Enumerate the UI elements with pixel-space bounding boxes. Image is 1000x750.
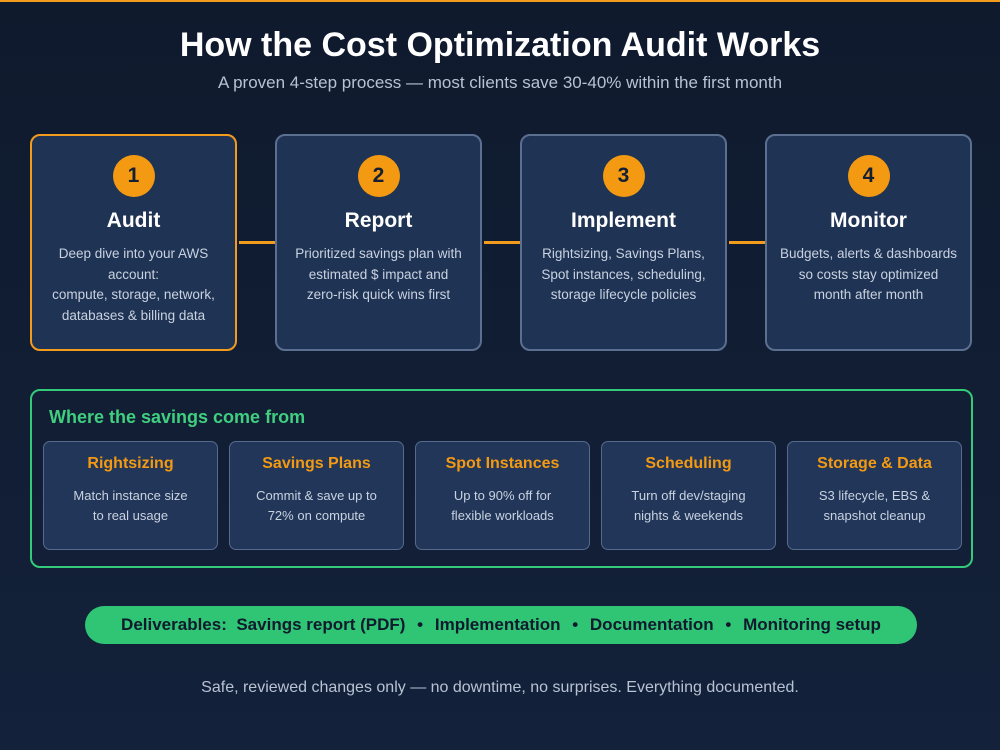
- page-title: How the Cost Optimization Audit Works: [179, 26, 821, 64]
- saving-card-scheduling: Scheduling Turn off dev/staging nights &…: [601, 441, 776, 550]
- saving-card-spot-instances: Spot Instances Up to 90% off for flexibl…: [415, 441, 590, 550]
- bullet-separator: •: [725, 615, 732, 634]
- saving-card-storage-data: Storage & Data S3 lifecycle, EBS & snaps…: [787, 441, 962, 550]
- step-connector: [239, 241, 276, 244]
- step-description: Prioritized savings plan with estimated …: [295, 246, 462, 302]
- page-subtitle: A proven 4-step process — most clients s…: [217, 73, 783, 92]
- deliverables-label: Deliverables:: [121, 615, 227, 634]
- deliverables-banner: Deliverables: Savings report (PDF) • Imp…: [85, 606, 917, 644]
- step-card-implement: 3 Implement Rightsizing, Savings Plans, …: [520, 134, 727, 351]
- footer-note: Safe, reviewed changes only — no downtim…: [201, 679, 799, 696]
- step-number-badge: 3: [602, 155, 645, 197]
- step-card-monitor: 4 Monitor Budgets, alerts & dashboards s…: [765, 134, 972, 351]
- deliverable-item: Documentation: [589, 615, 714, 634]
- savings-sources-panel: Where the savings come from Rightsizing …: [30, 389, 973, 568]
- step-number-badge: 4: [847, 155, 890, 197]
- step-description: Deep dive into your AWS account: compute…: [52, 246, 215, 323]
- deliverable-item: Savings report (PDF): [236, 615, 406, 634]
- saving-card-description: Turn off dev/staging nights & weekends: [631, 488, 746, 523]
- saving-card-description: Commit & save up to 72% on compute: [256, 488, 377, 523]
- top-accent-bar: [0, 0, 1000, 2]
- deliverable-item: Monitoring setup: [743, 615, 881, 634]
- saving-card-description: Match instance size to real usage: [73, 488, 188, 523]
- step-connector: [729, 241, 766, 244]
- step-title: Implement: [570, 209, 677, 232]
- step-connector: [484, 241, 521, 244]
- step-title: Monitor: [830, 209, 907, 232]
- saving-card-title: Scheduling: [645, 455, 732, 472]
- deliverable-item: Implementation: [434, 615, 561, 634]
- saving-card-title: Spot Instances: [445, 455, 560, 472]
- saving-card-title: Savings Plans: [262, 455, 371, 472]
- saving-card-title: Storage & Data: [817, 455, 932, 472]
- savings-panel-title: Where the savings come from: [49, 407, 306, 427]
- bullet-separator: •: [572, 615, 579, 634]
- saving-card-description: Up to 90% off for flexible workloads: [451, 488, 554, 523]
- step-number-badge: 2: [357, 155, 400, 197]
- step-number-badge: 1: [112, 155, 155, 197]
- step-description: Budgets, alerts & dashboards so costs st…: [779, 246, 958, 302]
- saving-card-savings-plans: Savings Plans Commit & save up to 72% on…: [229, 441, 404, 550]
- step-title: Audit: [106, 209, 161, 232]
- saving-card-description: S3 lifecycle, EBS & snapshot cleanup: [818, 488, 931, 523]
- step-title: Report: [344, 209, 413, 232]
- step-card-audit: 1 Audit Deep dive into your AWS account:…: [30, 134, 237, 351]
- step-description: Rightsizing, Savings Plans, Spot instanc…: [541, 246, 706, 302]
- saving-card-rightsizing: Rightsizing Match instance size to real …: [43, 441, 218, 550]
- bullet-separator: •: [417, 615, 424, 634]
- saving-card-title: Rightsizing: [87, 455, 174, 472]
- step-card-report: 2 Report Prioritized savings plan with e…: [275, 134, 482, 351]
